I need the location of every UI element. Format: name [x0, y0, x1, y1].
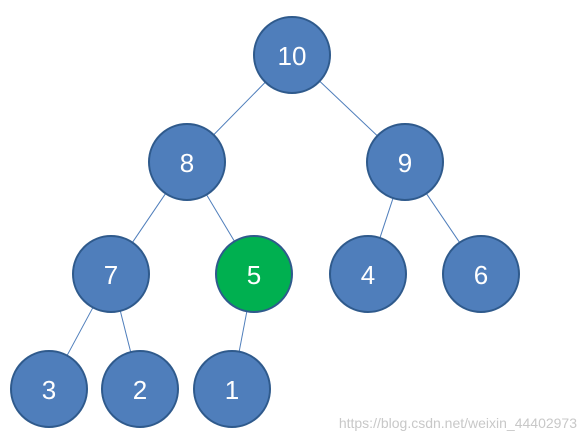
tree-node-10: 10	[253, 16, 331, 94]
node-label: 5	[247, 260, 261, 290]
node-circle	[329, 235, 407, 313]
tree-node-6: 6	[442, 235, 520, 313]
node-label: 10	[278, 41, 307, 71]
node-circle	[148, 123, 226, 201]
node-label: 9	[398, 148, 412, 178]
node-circle	[10, 350, 88, 428]
highlighted-node-circle	[215, 235, 293, 313]
tree-node-7: 7	[72, 235, 150, 313]
edge-n8-n5	[206, 194, 235, 242]
node-label: 3	[42, 375, 56, 405]
edge-n10-n8	[213, 81, 266, 136]
tree-node-9: 9	[366, 123, 444, 201]
tree-node-2: 2	[101, 350, 179, 428]
node-circle	[193, 350, 271, 428]
node-label: 2	[133, 375, 147, 405]
node-circle	[101, 350, 179, 428]
tree-node-1: 1	[193, 350, 271, 428]
edge-n9-n6	[425, 193, 461, 243]
edge-n7-n2	[119, 310, 132, 353]
node-label: 7	[104, 260, 118, 290]
tree-node-4: 4	[329, 235, 407, 313]
tree-node-5: 5	[215, 235, 293, 313]
node-circle	[72, 235, 150, 313]
node-circle	[366, 123, 444, 201]
watermark-text: https://blog.csdn.net/weixin_44402973	[338, 415, 577, 431]
node-label: 4	[361, 260, 375, 290]
edge-n9-n4	[379, 197, 394, 239]
node-label: 6	[474, 260, 488, 290]
edge-n10-n9	[319, 80, 378, 137]
edge-n5-n1	[238, 311, 248, 352]
node-label: 1	[225, 375, 239, 405]
edges-layer	[66, 80, 461, 356]
node-circle	[442, 235, 520, 313]
node-label: 8	[180, 148, 194, 178]
node-circle	[253, 16, 331, 94]
tree-node-8: 8	[148, 123, 226, 201]
edge-n8-n7	[131, 193, 167, 243]
tree-node-3: 3	[10, 350, 88, 428]
nodes-layer: 10 8 9 7 5 4 6 3 2 1	[10, 16, 520, 428]
edge-n7-n3	[66, 307, 94, 356]
